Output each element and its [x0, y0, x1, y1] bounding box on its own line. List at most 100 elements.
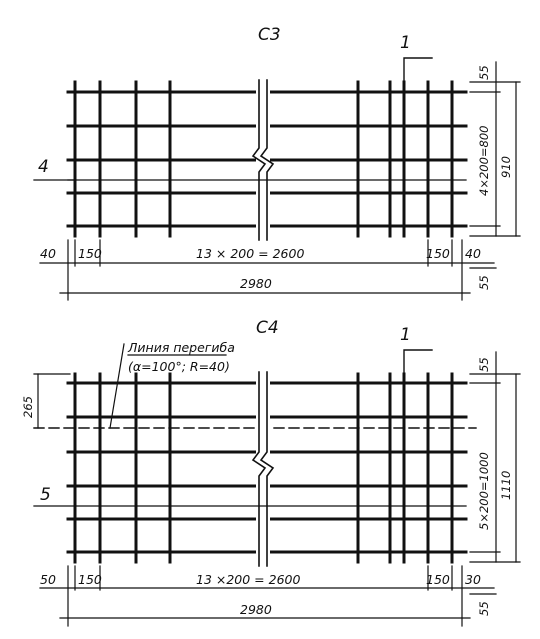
weld-point: [425, 516, 431, 522]
weld-point: [401, 549, 407, 555]
weld-point: [167, 157, 173, 163]
weld-point: [449, 516, 455, 522]
mesh-c3-section-marker: 4: [33, 157, 467, 181]
weld-point: [449, 89, 455, 95]
svg-text:1110: 1110: [499, 471, 513, 500]
svg-text:13 ×200 = 2600: 13 ×200 = 2600: [196, 572, 300, 587]
weld-point: [72, 157, 78, 163]
weld-point: [355, 123, 361, 129]
weld-point: [387, 516, 393, 522]
weld-point: [355, 516, 361, 522]
weld-point: [449, 123, 455, 129]
svg-text:265: 265: [21, 396, 35, 418]
weld-point: [449, 483, 455, 489]
svg-text:55: 55: [477, 65, 491, 80]
weld-point: [425, 414, 431, 420]
weld-point: [72, 449, 78, 455]
mesh-c3-callout: 1: [400, 33, 433, 93]
svg-text:40: 40: [465, 246, 481, 261]
weld-point: [355, 549, 361, 555]
weld-point: [72, 483, 78, 489]
weld-point: [387, 157, 393, 163]
mesh-c3-bottom-dimensions: 40 150 13 × 200 = 2600 150 40 2980 55: [39, 239, 497, 301]
svg-text:4×200=800: 4×200=800: [477, 126, 491, 197]
svg-text:2980: 2980: [240, 276, 272, 291]
svg-text:55: 55: [477, 601, 491, 616]
weld-point: [97, 190, 103, 196]
svg-text:150: 150: [426, 246, 450, 261]
weld-point: [97, 549, 103, 555]
weld-point: [355, 190, 361, 196]
weld-point: [97, 516, 103, 522]
weld-point: [133, 483, 139, 489]
weld-point: [355, 449, 361, 455]
weld-point: [449, 380, 455, 386]
weld-point: [425, 380, 431, 386]
svg-text:55: 55: [477, 275, 491, 290]
weld-point: [449, 449, 455, 455]
svg-text:13 × 200 = 2600: 13 × 200 = 2600: [196, 246, 304, 261]
svg-text:5×200=1000: 5×200=1000: [477, 452, 491, 530]
weld-point: [133, 223, 139, 229]
weld-point: [387, 380, 393, 386]
weld-point: [167, 449, 173, 455]
svg-text:50: 50: [40, 572, 56, 587]
weld-point: [355, 483, 361, 489]
weld-point: [97, 380, 103, 386]
weld-point: [401, 516, 407, 522]
svg-text:150: 150: [78, 572, 102, 587]
weld-point: [449, 414, 455, 420]
weld-point: [97, 157, 103, 163]
weld-point: [72, 516, 78, 522]
weld-point: [167, 89, 173, 95]
svg-text:55: 55: [477, 357, 491, 372]
weld-point: [167, 483, 173, 489]
svg-text:150: 150: [78, 246, 102, 261]
weld-point: [133, 516, 139, 522]
mesh-c4-section-marker: 5: [33, 485, 467, 507]
mesh-c4: C4 Линия перегиба (α=100°; R=40): [21, 318, 521, 627]
mesh-c4-bend-label: Линия перегиба (α=100°; R=40): [109, 340, 235, 429]
weld-point: [401, 380, 407, 386]
weld-point: [355, 223, 361, 229]
weld-point: [167, 223, 173, 229]
weld-point: [133, 414, 139, 420]
weld-point: [401, 190, 407, 196]
mesh-c3-break-line: [251, 79, 275, 241]
svg-text:4: 4: [38, 157, 49, 177]
weld-point: [425, 190, 431, 196]
weld-point: [72, 89, 78, 95]
weld-point: [133, 89, 139, 95]
weld-point: [97, 449, 103, 455]
weld-point: [387, 223, 393, 229]
weld-point: [72, 123, 78, 129]
weld-point: [97, 483, 103, 489]
weld-point: [449, 223, 455, 229]
weld-point: [133, 449, 139, 455]
weld-point: [425, 123, 431, 129]
svg-text:910: 910: [499, 156, 513, 178]
weld-point: [167, 414, 173, 420]
weld-point: [72, 414, 78, 420]
weld-point: [425, 483, 431, 489]
svg-text:Линия перегиба: Линия перегиба: [127, 340, 235, 355]
weld-point: [387, 549, 393, 555]
svg-text:(α=100°; R=40): (α=100°; R=40): [128, 359, 230, 374]
mesh-c4-transverse-bars: [73, 372, 454, 564]
weld-points: [72, 89, 455, 555]
weld-point: [133, 157, 139, 163]
weld-point: [425, 223, 431, 229]
mesh-c4-left-dimension: 265: [21, 373, 71, 429]
weld-point: [355, 414, 361, 420]
mesh-c4-bottom-dimensions: 50 150 13 ×200 = 2600 150 30 2980 55: [39, 565, 497, 627]
svg-text:5: 5: [40, 485, 51, 505]
weld-point: [449, 157, 455, 163]
weld-point: [97, 89, 103, 95]
mesh-c3-right-dimensions: 55 4×200=800 910: [469, 61, 521, 237]
weld-point: [133, 123, 139, 129]
weld-point: [133, 549, 139, 555]
weld-point: [401, 123, 407, 129]
mesh-c4-right-dimensions: 55 5×200=1000 1110: [469, 351, 521, 563]
weld-point: [167, 123, 173, 129]
